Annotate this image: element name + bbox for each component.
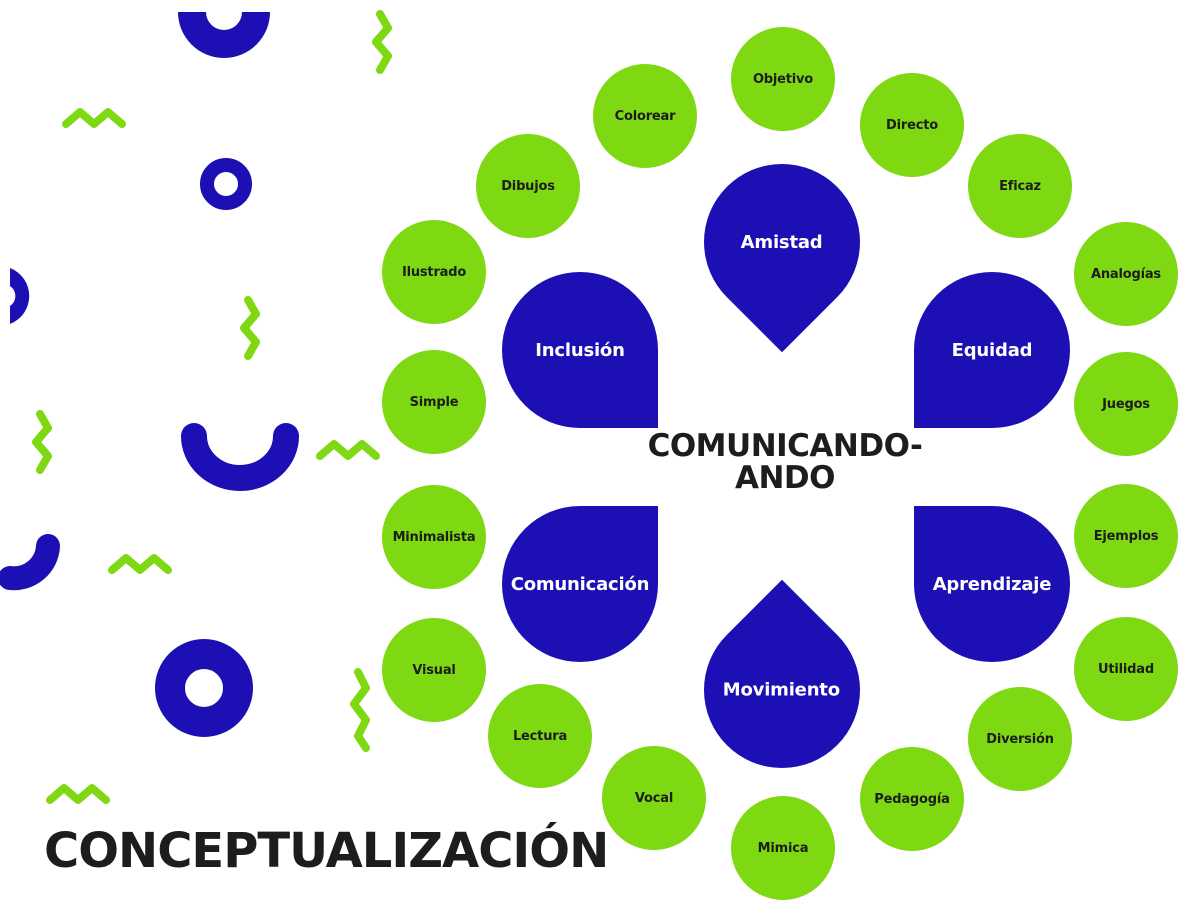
petal-equidad: Equidad: [914, 272, 1070, 428]
blue-semi-ring-top: [178, 12, 270, 59]
node-lectura: Lectura: [488, 684, 592, 788]
node-label: Directo: [886, 117, 938, 133]
node-label: Ilustrado: [401, 264, 467, 280]
node-objetivo: Objetivo: [731, 27, 835, 131]
green-zigzag-v3: [32, 410, 52, 474]
petal-aprendizaje: Aprendizaje: [914, 506, 1070, 662]
node-visual: Visual: [382, 618, 486, 722]
node-label: Visual: [412, 662, 456, 678]
node-eficaz: Eficaz: [968, 134, 1072, 238]
node-label: Juegos: [1102, 396, 1150, 412]
node-juegos: Juegos: [1074, 352, 1178, 456]
node-diversion: Diversión: [968, 687, 1072, 791]
node-label: Lectura: [512, 728, 568, 744]
petal-label: Amistad: [741, 231, 823, 253]
petal-label: Movimiento: [723, 679, 841, 701]
node-directo: Directo: [860, 73, 964, 177]
node-label: Minimalista: [392, 529, 476, 545]
node-ejemplos: Ejemplos: [1074, 484, 1178, 588]
blue-arc-smile: [181, 423, 299, 491]
blue-ring-edge-left: [10, 268, 30, 324]
node-utilidad: Utilidad: [1074, 617, 1178, 721]
main-title: CONCEPTUALIZACIÓN: [44, 823, 609, 879]
green-zigzag-v2: [240, 296, 260, 360]
node-pedagogia: Pedagogía: [860, 747, 964, 851]
green-zigzag-v1: [372, 10, 392, 74]
node-label: Eficaz: [999, 178, 1041, 194]
center-title-line2: ANDO: [734, 460, 836, 496]
node-analogias: Analogías: [1074, 222, 1178, 326]
blue-ring-large: [155, 639, 253, 737]
petal-comunicacion: Comunicación: [502, 506, 658, 662]
petal-label: Inclusión: [535, 339, 625, 361]
node-colorear: Colorear: [593, 64, 697, 168]
petal-inclusion: Inclusión: [502, 272, 658, 428]
green-zigzag-v4: [350, 668, 370, 752]
node-label: Vocal: [634, 790, 674, 806]
node-ilustrado: Ilustrado: [382, 220, 486, 324]
petal-label: Aprendizaje: [932, 573, 1052, 595]
petal-label: Equidad: [951, 339, 1033, 361]
blue-arc-edge: [0, 534, 60, 591]
node-mimica: Mimica: [731, 796, 835, 900]
node-label: Utilidad: [1098, 661, 1154, 677]
green-zigzag-h1: [62, 108, 126, 128]
center-title: COMUNICANDO- ANDO: [620, 430, 950, 494]
node-label: Mimica: [757, 840, 809, 856]
node-simple: Simple: [382, 350, 486, 454]
node-label: Simple: [409, 394, 459, 410]
node-label: Ejemplos: [1093, 528, 1159, 544]
node-label: Pedagogía: [874, 791, 950, 807]
node-vocal: Vocal: [602, 746, 706, 850]
node-dibujos: Dibujos: [476, 134, 580, 238]
node-label: Colorear: [614, 108, 676, 124]
node-minimalista: Minimalista: [382, 485, 486, 589]
petal-label: Comunicación: [510, 573, 650, 595]
node-label: Diversión: [986, 731, 1054, 747]
node-label: Objetivo: [752, 71, 814, 87]
green-zigzag-h4: [46, 784, 110, 804]
green-zigzag-h3: [108, 554, 172, 574]
center-title-line1: COMUNICANDO-: [647, 428, 923, 464]
blue-ring-small: [200, 158, 252, 210]
node-label: Dibujos: [501, 178, 555, 194]
node-label: Analogías: [1091, 266, 1161, 282]
green-zigzag-h2: [316, 440, 380, 460]
